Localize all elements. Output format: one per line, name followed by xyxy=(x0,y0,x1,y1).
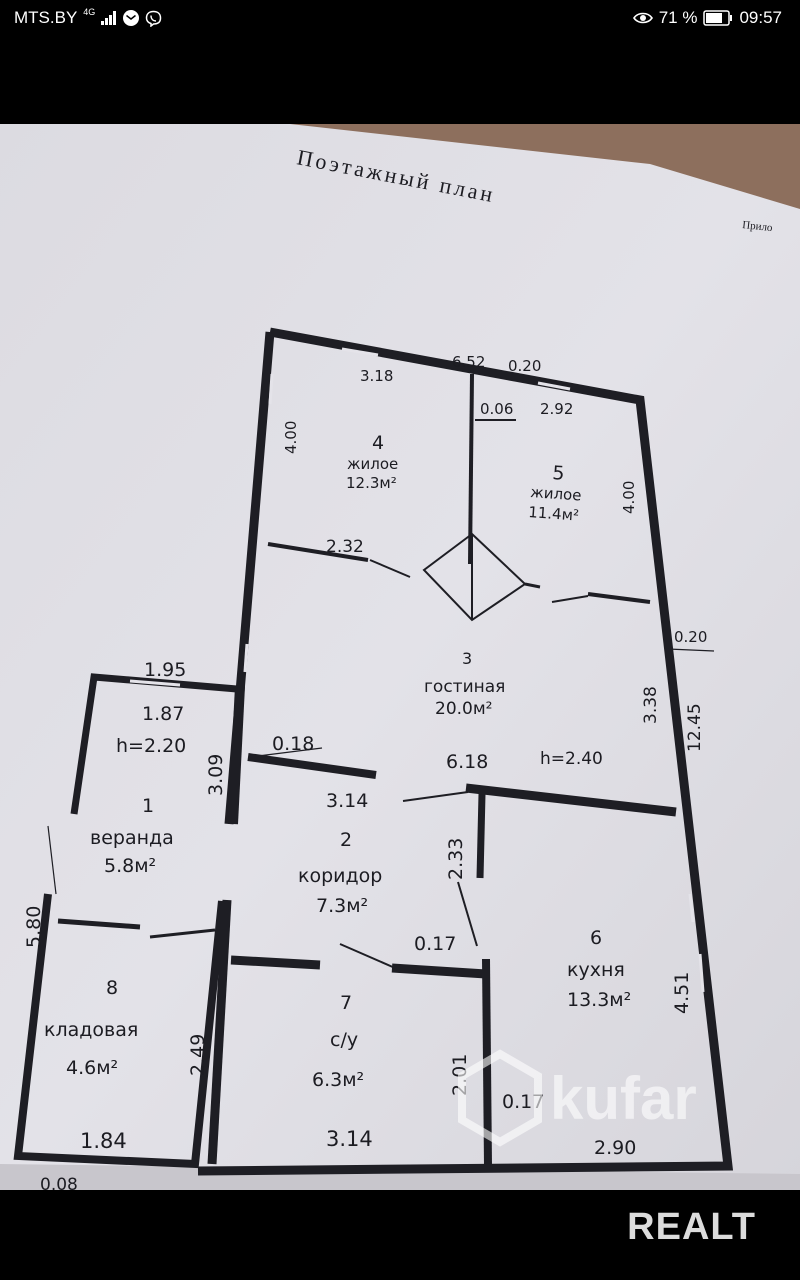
room-6-area: 13.3м² xyxy=(567,989,631,1011)
dim-right-wall: 0.20 xyxy=(674,628,707,646)
dim-inner-wall: 0.18 xyxy=(272,733,314,755)
room-1-number: 1 xyxy=(142,795,154,817)
room-8-number: 8 xyxy=(106,977,118,999)
dim-su-wall: 0.17 xyxy=(414,933,456,955)
dim-right-total: 12.45 xyxy=(685,703,705,752)
dim-su-width: 3.14 xyxy=(326,1127,373,1151)
dim-bottom-wall: 0.08 xyxy=(40,1175,78,1190)
dim-kitchen-top: 6.18 xyxy=(446,751,488,773)
room-4-number: 4 xyxy=(372,432,384,454)
room-2-number: 2 xyxy=(340,829,352,851)
carrier-label: MTS.BY xyxy=(14,8,78,27)
eye-icon xyxy=(632,12,653,24)
dim-left-total: 5.80 xyxy=(23,906,45,948)
dim-kitchen-width: 2.90 xyxy=(594,1137,636,1159)
dim-top-wall: 0.20 xyxy=(508,357,541,375)
room-4-area: 12.3м² xyxy=(346,474,397,492)
battery-icon xyxy=(703,10,733,26)
viber-icon xyxy=(146,10,162,27)
room-1-area: 5.8м² xyxy=(104,855,156,877)
room-2-name: коридор xyxy=(298,865,382,887)
room-7-name: с/у xyxy=(330,1029,358,1051)
network-type: 4G xyxy=(83,7,96,17)
clock: 09:57 xyxy=(739,8,782,27)
room-8-area: 4.6м² xyxy=(66,1057,118,1079)
room-3-area: 20.0м² xyxy=(435,699,493,719)
main-height: h=2.40 xyxy=(540,749,603,769)
dim-room5-depth: 4.00 xyxy=(620,481,638,514)
windows xyxy=(129,347,705,993)
status-bar: MTS.BY 4G 71 % 09:57 xyxy=(0,0,800,36)
bottom-bar xyxy=(0,1190,800,1280)
floor-plan-drawing: Поэтажный план Прило xyxy=(0,124,800,1190)
dim-kitchen-depth: 4.51 xyxy=(671,972,693,1014)
room-3-name: гостиная xyxy=(424,677,505,697)
dim-room5-width: 2.92 xyxy=(540,400,573,418)
dim-top-total: 6.52 xyxy=(452,353,485,371)
dim-storage-width: 1.84 xyxy=(80,1129,127,1153)
kufar-watermark: kufar xyxy=(458,1049,697,1147)
room-4-name: жилое xyxy=(347,455,398,473)
room-5-area: 11.4м² xyxy=(528,503,580,524)
room-3-number: 3 xyxy=(462,649,472,668)
dim-room4-partition: 2.32 xyxy=(326,537,364,557)
room-8-name: кладовая xyxy=(44,1019,138,1041)
floor-plan-photo: Поэтажный план Прило xyxy=(0,124,800,1190)
room-labels: 4 жилое 12.3м² 5 жилое 11.4м² 3 гостиная… xyxy=(44,432,631,1091)
dim-veranda-width: 1.87 xyxy=(142,703,184,725)
dim-living-depth: 3.38 xyxy=(641,686,661,724)
room-7-number: 7 xyxy=(340,992,352,1014)
dim-veranda-wall: 3.09 xyxy=(205,754,227,796)
room-1-name: веранда xyxy=(90,827,174,849)
dim-storage-depth: 2.49 xyxy=(187,1034,209,1076)
dim-room4-depth: 4.00 xyxy=(282,421,300,454)
walls xyxy=(13,327,734,1176)
room-2-area: 7.3м² xyxy=(316,895,368,917)
dim-kitchen-partition: 2.33 xyxy=(445,838,467,880)
room-6-number: 6 xyxy=(590,927,602,949)
battery-percent: 71 % xyxy=(658,8,698,27)
table-edge xyxy=(290,124,800,209)
dim-room4-width: 3.18 xyxy=(360,367,393,385)
dim-corridor-width: 3.14 xyxy=(326,790,368,812)
dim-kitchen-wall: 0.17 xyxy=(502,1091,544,1113)
mail-icon xyxy=(123,10,140,26)
signal-icon xyxy=(101,11,117,25)
kufar-logo-icon xyxy=(458,1049,542,1147)
room-7-area: 6.3м² xyxy=(312,1069,364,1091)
room-5-number: 5 xyxy=(552,462,566,485)
dimension-lines xyxy=(47,648,715,895)
watermark-text: kufar xyxy=(550,1065,697,1132)
dim-veranda-top: 1.95 xyxy=(144,659,186,681)
corner-text: Прило xyxy=(742,219,774,234)
dim-partition: 0.06 xyxy=(480,400,513,418)
realt-logo: REALT xyxy=(627,1206,756,1248)
veranda-height: h=2.20 xyxy=(116,735,186,757)
room-6-name: кухня xyxy=(567,959,625,981)
room-5-name: жилое xyxy=(530,483,582,505)
